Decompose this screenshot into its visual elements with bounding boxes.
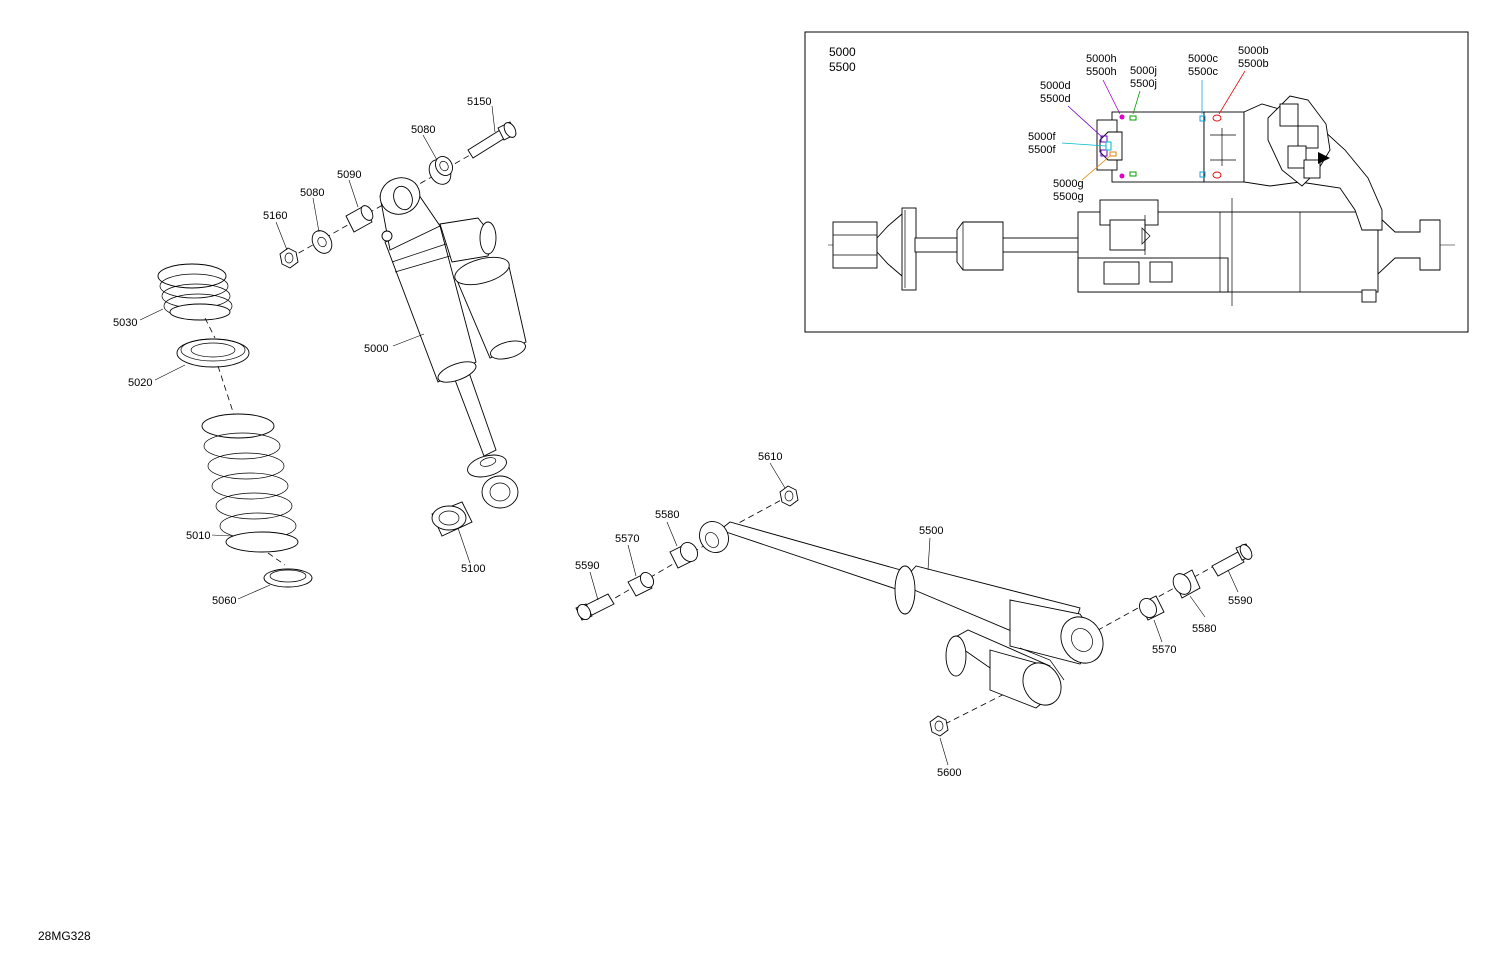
inset-callout-d-2: 5500d: [1040, 93, 1071, 105]
nut-5610: [779, 485, 799, 507]
detail-inset: 5000 5500: [804, 31, 1469, 333]
shock-cross-section: [828, 95, 1458, 306]
callout-5570-left: 5570: [615, 533, 639, 545]
inset-callout-b-2: 5500b: [1238, 58, 1269, 70]
bushing-5080-top: [428, 156, 453, 185]
callout-5580-left: 5580: [655, 509, 679, 521]
callout-5610: 5610: [758, 451, 782, 463]
callout-5160: 5160: [263, 210, 287, 222]
drawing-code: 28MG328: [38, 929, 91, 943]
bushing-5080-lower: [311, 230, 333, 254]
bolt-5590-left: [575, 593, 615, 621]
inset-callout-d-1: 5000d: [1040, 80, 1071, 92]
bushing-5580-left: [669, 542, 698, 569]
adjuster-knob: [1267, 95, 1331, 187]
spring-5030: [157, 263, 233, 321]
spring-clip-5060: [263, 568, 313, 588]
sleeve-5090: [345, 205, 374, 233]
sleeve-5570-right: [1139, 595, 1165, 621]
front-shock-assembly: 5150 5080 5090 5080 5160 5030 5020 5000 …: [113, 96, 527, 607]
spring-seat-5020: [176, 338, 250, 368]
callout-5030: 5030: [113, 317, 137, 329]
shock-5500: [699, 521, 1104, 709]
bolt-5150: [467, 121, 517, 159]
inset-title-line-1: 5000: [829, 45, 856, 59]
inset-callout-h-2: 5500h: [1086, 66, 1117, 78]
callout-5000: 5000: [364, 343, 388, 355]
inset-callouts: 5000h 5500h 5000j 5500j 5000c 5500c 5000…: [1028, 45, 1269, 203]
callout-5590-left: 5590: [575, 560, 599, 572]
callout-5600: 5600: [937, 767, 961, 779]
rear-shock-assembly: 5610 5580 5570 5590 5500 5590 5580 5570 …: [575, 451, 1253, 779]
nut-5160: [279, 247, 299, 269]
callout-5080-top: 5080: [411, 124, 435, 136]
inset-callout-g-2: 5500g: [1053, 191, 1084, 203]
inset-callout-j-2: 5500j: [1130, 78, 1157, 90]
bolt-5590-right: [1211, 543, 1253, 577]
sleeve-5570-left: [627, 572, 655, 597]
inset-callout-f-1: 5000f: [1028, 131, 1056, 143]
callout-5020: 5020: [128, 377, 152, 389]
inset-callout-g-1: 5000g: [1053, 178, 1084, 190]
callout-5580-right: 5580: [1192, 623, 1216, 635]
spring-5010: [201, 413, 299, 553]
callout-5150: 5150: [467, 96, 491, 108]
callout-5500: 5500: [919, 525, 943, 537]
callout-5010: 5010: [186, 530, 210, 542]
callout-5590-right: 5590: [1228, 595, 1252, 607]
bushing-5580-right: [1172, 569, 1201, 599]
inset-callout-c-2: 5500c: [1188, 66, 1218, 78]
callout-5060: 5060: [212, 595, 236, 607]
bushing-5100: [431, 475, 519, 537]
inset-callout-h-1: 5000h: [1086, 53, 1117, 65]
inset-title-line-2: 5500: [829, 60, 856, 74]
inset-callout-b-1: 5000b: [1238, 45, 1269, 57]
inset-callout-c-1: 5000c: [1188, 53, 1218, 65]
callout-5100: 5100: [461, 563, 485, 575]
shock-5000: [379, 177, 527, 478]
callout-5080-lower: 5080: [300, 187, 324, 199]
nut-5600: [929, 715, 949, 737]
callout-5090: 5090: [337, 169, 361, 181]
inset-callout-f-2: 5500f: [1028, 144, 1056, 156]
callout-5570-right: 5570: [1152, 644, 1176, 656]
inset-callout-j-1: 5000j: [1130, 65, 1157, 77]
